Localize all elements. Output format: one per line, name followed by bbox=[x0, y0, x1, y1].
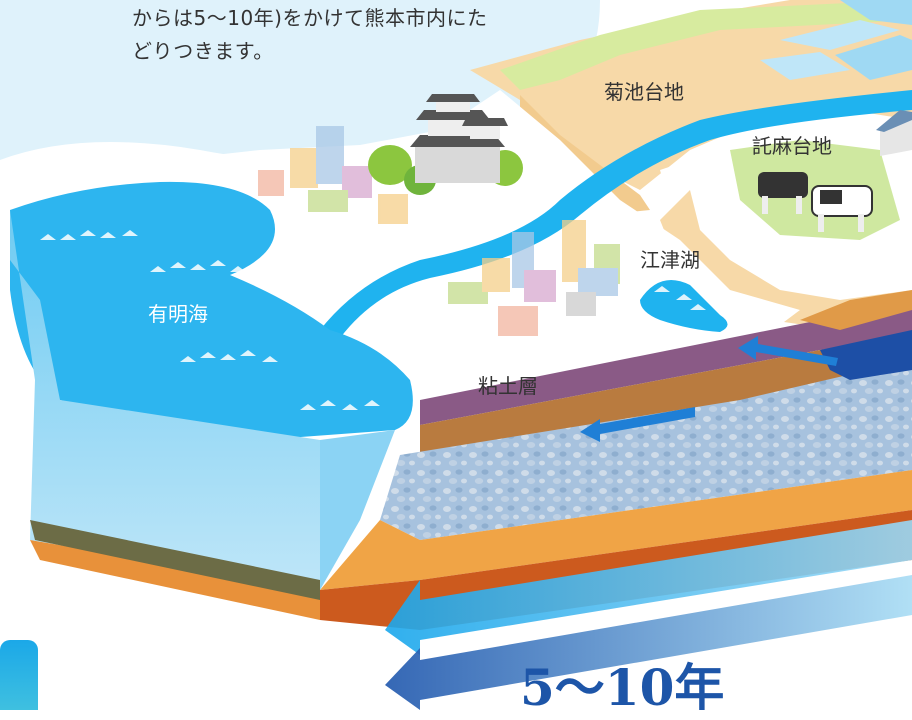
ariake-sea bbox=[10, 181, 413, 590]
castle-icon bbox=[410, 94, 508, 183]
barn-icon bbox=[876, 110, 912, 156]
sea-waves bbox=[40, 230, 706, 410]
label-kikuchi-plateau: 菊池台地 bbox=[604, 80, 684, 104]
rice-fields bbox=[760, 0, 912, 80]
year-arrows bbox=[385, 520, 912, 710]
river bbox=[320, 90, 912, 338]
town-buildings bbox=[448, 220, 620, 336]
label-ariake-sea: 有明海 bbox=[148, 302, 208, 326]
cow-icon bbox=[758, 172, 873, 232]
city-buildings bbox=[258, 126, 408, 224]
label-ezu-lake: 江津湖 bbox=[640, 248, 700, 272]
side-tab[interactable] bbox=[0, 640, 38, 710]
flow-arrows bbox=[580, 336, 838, 442]
years-caption: 5〜10年 bbox=[520, 658, 725, 717]
label-clay-layer: 粘土層 bbox=[478, 374, 538, 398]
ezu-lake bbox=[640, 280, 728, 332]
label-takuma-plateau: 託麻台地 bbox=[752, 134, 832, 158]
intro-text: からは5〜10年)をかけて熊本市内にた どりつきます。 bbox=[132, 6, 488, 63]
